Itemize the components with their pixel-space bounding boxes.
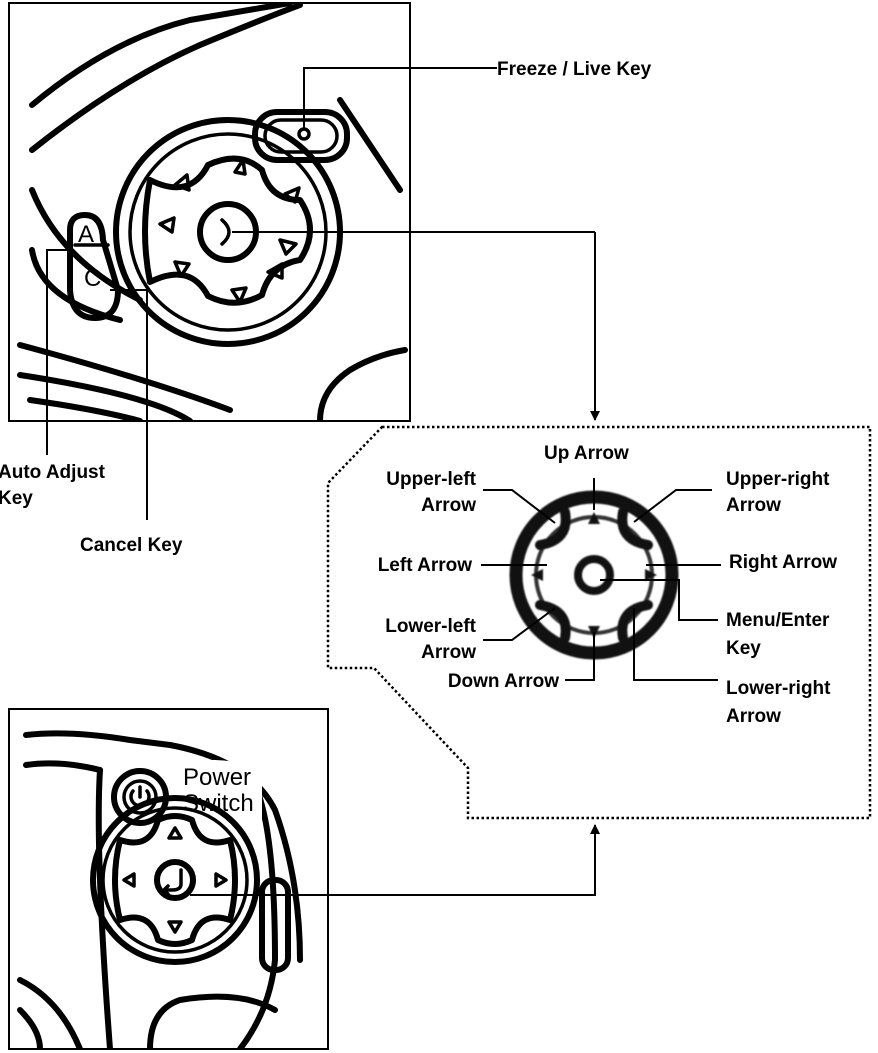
lower-right-arrow-label-line2: Arrow bbox=[726, 706, 781, 727]
auto-adjust-key-label-line1: Auto Adjust bbox=[0, 462, 106, 483]
lower-left-arrow-label-line2: Arrow bbox=[421, 642, 476, 663]
lower-right-leader bbox=[633, 608, 718, 681]
down-arrow-label: Down Arrow bbox=[448, 671, 559, 692]
power-switch-label-line1: Power bbox=[183, 764, 251, 791]
bottom-dpad-arrow-up bbox=[190, 824, 600, 896]
auto-adjust-leader bbox=[46, 249, 68, 455]
freeze-live-leader bbox=[303, 67, 497, 129]
upper-right-arrow-label-line2: Arrow bbox=[726, 495, 781, 516]
cancel-leader bbox=[110, 289, 148, 520]
menu-enter-key-label-line1: Menu/Enter bbox=[726, 610, 830, 631]
dpad-detail-drawing bbox=[509, 490, 679, 660]
left-arrow-label: Left Arrow bbox=[378, 555, 473, 576]
lower-left-arrow-label-line1: Lower-left bbox=[385, 616, 476, 637]
bottom-dpad-drawing bbox=[90, 795, 260, 965]
upper-right-leader bbox=[633, 489, 712, 523]
lower-right-arrow-label-line1: Lower-right bbox=[726, 678, 831, 699]
auto-adjust-key-label-line2: Key bbox=[0, 488, 33, 509]
dpad-detail-callout bbox=[326, 425, 872, 820]
menu-enter-key-label-line2: Key bbox=[726, 638, 761, 659]
dpad-drawing bbox=[113, 117, 343, 347]
cancel-key-glyph: C bbox=[84, 265, 101, 292]
power-keypad-panel: Power Switch bbox=[8, 708, 600, 1050]
menu-enter-leader bbox=[600, 579, 718, 621]
freeze-live-key-label: Freeze / Live Key bbox=[497, 59, 652, 80]
keypad-closeup-panel: A C bbox=[8, 2, 600, 520]
upper-right-arrow-label-line1: Upper-right bbox=[726, 469, 830, 490]
right-arrow-label: Right Arrow bbox=[729, 552, 837, 573]
upper-left-leader bbox=[483, 489, 556, 524]
up-arrow-label: Up Arrow bbox=[544, 443, 629, 464]
auto-adjust-key-glyph: A bbox=[78, 221, 94, 248]
cancel-key-label: Cancel Key bbox=[80, 535, 183, 556]
upper-left-arrow-label-line1: Upper-left bbox=[386, 469, 476, 490]
down-arrow-leader bbox=[565, 632, 595, 681]
upper-left-arrow-label-line2: Arrow bbox=[421, 495, 476, 516]
lower-left-leader bbox=[483, 607, 556, 641]
